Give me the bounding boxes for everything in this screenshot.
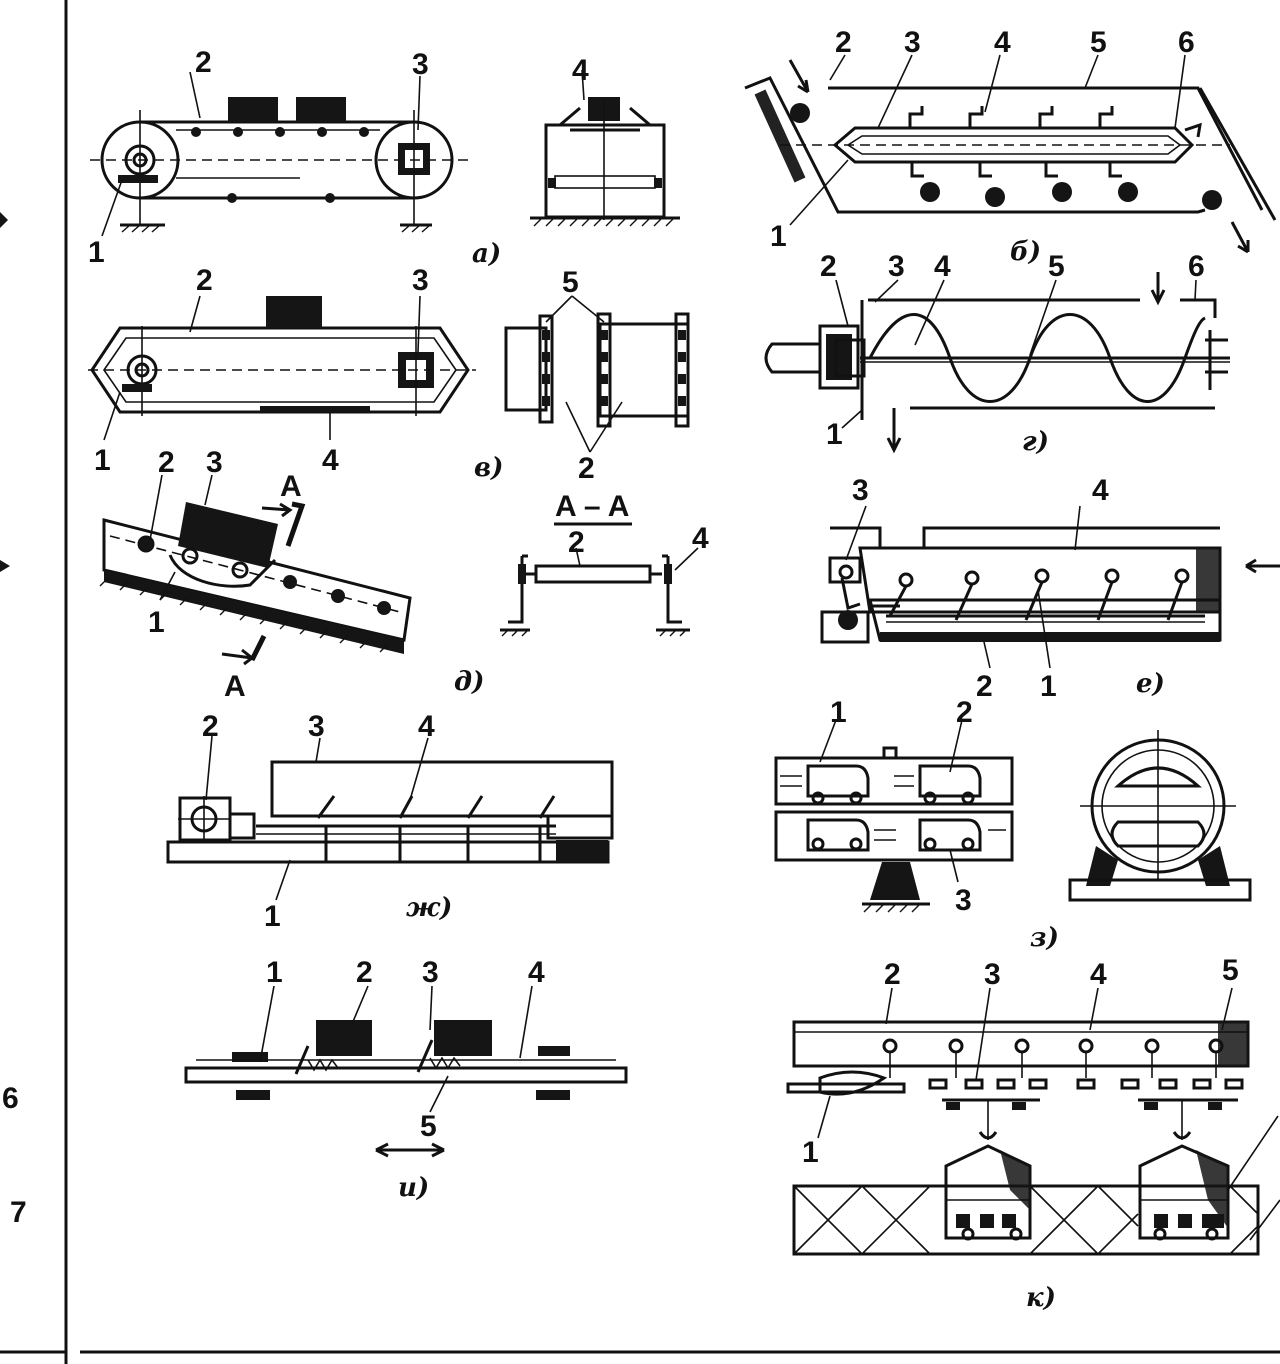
panel-v-label-3: 3	[412, 264, 429, 297]
panel-i-label-1: 1	[266, 956, 283, 989]
panel-e-label-3: 3	[852, 474, 869, 507]
panel-v	[88, 295, 690, 453]
panel-g-label-5: 5	[1048, 250, 1065, 283]
panel-d-label-1: 1	[148, 606, 165, 639]
panel-e-label-1: 1	[1040, 670, 1057, 703]
panel-v-label-2b: 2	[578, 452, 595, 485]
panel-b	[744, 54, 1277, 254]
panel-b-label-3: 3	[904, 26, 921, 59]
panel-d	[99, 474, 699, 666]
panel-b-label-5: 5	[1090, 26, 1107, 59]
panel-b-label-2: 2	[835, 26, 852, 59]
margin-number-7: 7	[10, 1196, 27, 1229]
panel-g-label-2: 2	[820, 250, 837, 283]
panel-e-label-2: 2	[976, 670, 993, 703]
margin-number-6: 6	[2, 1082, 19, 1115]
panel-v-label-2: 2	[196, 264, 213, 297]
panel-g-label-1: 1	[826, 418, 843, 451]
panel-zh	[166, 735, 614, 901]
panel-a-label-4: 4	[572, 54, 589, 87]
panel-z	[774, 719, 1252, 913]
panel-zh-label-2: 2	[202, 710, 219, 743]
panel-d-section-label-4: 4	[692, 522, 709, 555]
panel-d-label-a-top: A	[280, 470, 302, 503]
panel-d-section-title: A – A	[555, 490, 629, 523]
margin-mark-top	[0, 212, 8, 228]
panel-k-label-3: 3	[984, 958, 1001, 991]
panel-k-label-4: 4	[1090, 958, 1107, 991]
panel-zh-label-3: 3	[308, 710, 325, 743]
panel-i-caption: и)	[398, 1173, 429, 1203]
panel-e	[820, 505, 1280, 669]
panel-b-label-1: 1	[770, 220, 787, 253]
panel-d-section-label-2: 2	[568, 526, 585, 559]
panel-k-label-2: 2	[884, 958, 901, 991]
panel-a-label-1: 1	[88, 236, 105, 269]
panel-zh-caption: ж)	[406, 893, 452, 923]
panel-zh-label-1: 1	[264, 900, 281, 933]
panel-v-label-1: 1	[94, 444, 111, 477]
panel-a-caption: а)	[472, 239, 501, 269]
panel-d-caption: д)	[454, 667, 484, 697]
panel-v-label-4: 4	[322, 444, 339, 477]
panel-i	[184, 985, 628, 1158]
panel-b-caption: б)	[1010, 237, 1041, 267]
panel-g-label-4: 4	[934, 250, 951, 283]
panel-k-label-5: 5	[1222, 954, 1239, 987]
panel-g	[764, 272, 1230, 454]
panel-e-caption: е)	[1136, 669, 1165, 699]
panel-k	[786, 987, 1280, 1256]
panel-b-label-6: 6	[1178, 26, 1195, 59]
panel-i-label-4: 4	[528, 956, 545, 989]
panel-z-label-2: 2	[956, 696, 973, 729]
panel-a-label-2: 2	[195, 46, 212, 79]
panel-i-label-3: 3	[422, 956, 439, 989]
panel-g-label-6: 6	[1188, 250, 1205, 283]
panel-d-label-a-bottom: A	[224, 670, 246, 703]
margin-mark-middle	[0, 560, 10, 572]
panel-e-label-4: 4	[1092, 474, 1109, 507]
panel-v-label-5: 5	[562, 266, 579, 299]
panel-z-label-3: 3	[955, 884, 972, 917]
panel-d-label-2: 2	[158, 446, 175, 479]
panel-z-label-1: 1	[830, 696, 847, 729]
panel-g-label-3: 3	[888, 250, 905, 283]
panel-i-label-5: 5	[420, 1110, 437, 1143]
panel-d-label-3: 3	[206, 446, 223, 479]
panel-zh-label-4: 4	[418, 710, 435, 743]
panel-v-caption: в)	[474, 453, 503, 483]
panel-a-label-3: 3	[412, 48, 429, 81]
panel-b-label-4: 4	[994, 26, 1011, 59]
panel-a	[90, 69, 680, 237]
panel-i-label-2: 2	[356, 956, 373, 989]
panel-g-caption: г)	[1022, 427, 1049, 457]
panel-z-caption: з)	[1030, 923, 1059, 953]
panel-k-caption: к)	[1026, 1283, 1056, 1313]
panel-k-label-1: 1	[802, 1136, 819, 1169]
